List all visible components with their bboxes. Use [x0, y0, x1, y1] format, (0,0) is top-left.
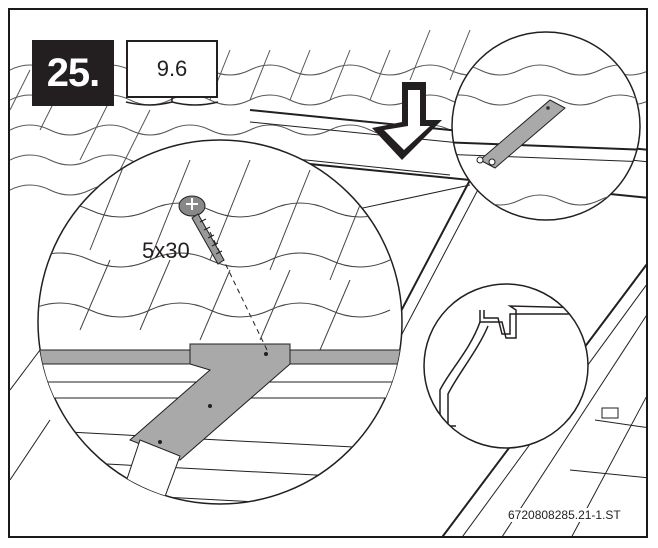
magnified-view-circle	[37, 139, 403, 505]
illustration-frame: 25. 9.6 5x30 6720808285.21-1.ST	[8, 8, 648, 538]
screw-size-label: 5x30	[142, 238, 190, 263]
step-number-badge: 25.	[32, 40, 114, 106]
roof-installation-illustration	[10, 29, 646, 536]
profile-detail-circle	[423, 283, 589, 449]
down-arrow-icon	[372, 82, 442, 160]
bracket-detail-circle	[451, 31, 641, 221]
document-code: 6720808285.21-1.ST	[506, 508, 623, 522]
screw-icon	[178, 195, 225, 265]
reference-page-box: 9.6	[126, 40, 218, 98]
